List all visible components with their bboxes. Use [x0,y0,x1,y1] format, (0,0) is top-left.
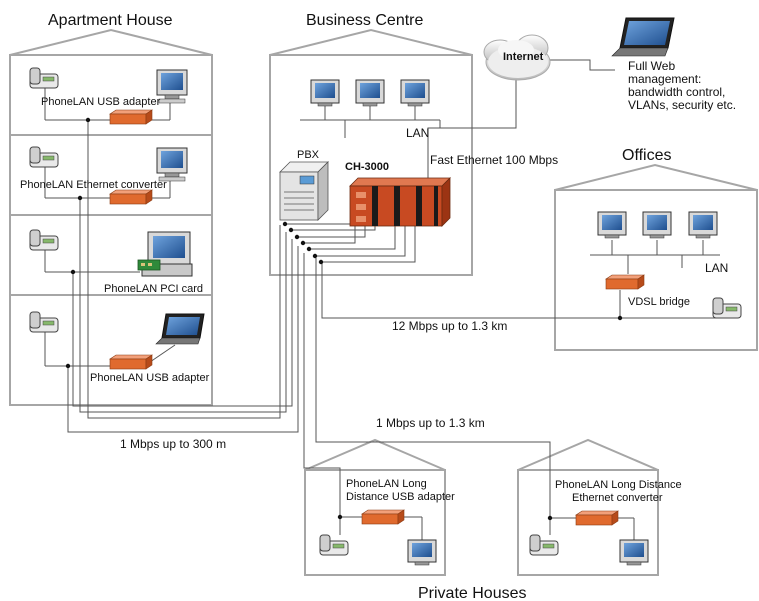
adapter-icon [575,510,619,526]
floor3-label: PhoneLAN PCI card [104,283,203,295]
adapter-icon [109,354,153,370]
computer-icon [619,539,649,566]
laptop-icon [155,313,205,345]
management-laptop-icon [611,17,675,57]
adapter-icon [361,509,405,525]
ch3000-switch [349,177,451,227]
apartment-house [9,28,213,406]
offices-title: Offices [622,147,672,164]
switch-label: CH-3000 [345,161,389,173]
business-centre-building [269,28,473,276]
pbx-label: PBX [297,149,320,161]
phone-icon [712,297,742,319]
phone-icon [29,229,59,251]
computer-icon [156,147,188,182]
apartment-link-label: 1 Mbps up to 300 m [120,437,226,451]
private-house-2-label-line-1: PhoneLAN Long Distance [555,479,682,491]
private-house-2 [517,438,659,576]
private-house-1-label-line-2: Distance USB adapter [346,491,455,503]
offices-link-label: 12 Mbps up to 1.3 km [392,319,507,333]
private-houses-title: Private Houses [418,585,527,601]
management-line-3: bandwidth control, [628,85,725,99]
computer-icon [355,79,385,107]
management-line-2: management: [628,72,701,86]
computer-icon [688,211,718,239]
internet-label: Internet [503,51,544,63]
pbx-icon [279,161,329,221]
private-link-label: 1 Mbps up to 1.3 km [376,416,485,430]
uplink-label: Fast Ethernet 100 Mbps [430,153,558,167]
offices-building [554,163,758,351]
phone-icon [29,67,59,89]
computer-icon [407,539,437,566]
floor1-label: PhoneLAN USB adapter [41,96,161,108]
computer-icon [400,79,430,107]
business-lan-label: LAN [406,126,429,140]
adapter-icon [109,189,153,205]
business-centre-title: Business Centre [306,12,423,29]
adapter-icon [109,109,153,125]
computer-icon [642,211,672,239]
phone-icon [29,311,59,333]
floor4-label: PhoneLAN USB adapter [90,372,210,384]
private-house-2-label-line-2: Ethernet converter [572,492,663,504]
apartment-house-title: Apartment House [48,12,173,29]
vdsl-bridge-label: VDSL bridge [628,296,690,308]
private-house-1-label-line-1: PhoneLAN Long [346,478,427,490]
junction-dots [65,117,623,521]
phone-icon [529,534,559,556]
internet-cloud-icon [483,34,551,81]
vdsl-bridge-icon [605,274,645,290]
computer-icon [310,79,340,107]
offices-lan-label: LAN [705,261,728,275]
phone-icon [319,534,349,556]
management-line-1: Full Web [628,59,675,73]
phone-icon [29,146,59,168]
wiring [44,59,721,540]
computer-icon [597,211,627,239]
computer-icon [156,69,188,104]
management-line-4: VLANs, security etc. [628,98,736,112]
pc-with-card-icon [137,231,193,277]
private-house-1 [304,438,446,576]
floor2-label: PhoneLAN Ethernet converter [20,179,167,191]
